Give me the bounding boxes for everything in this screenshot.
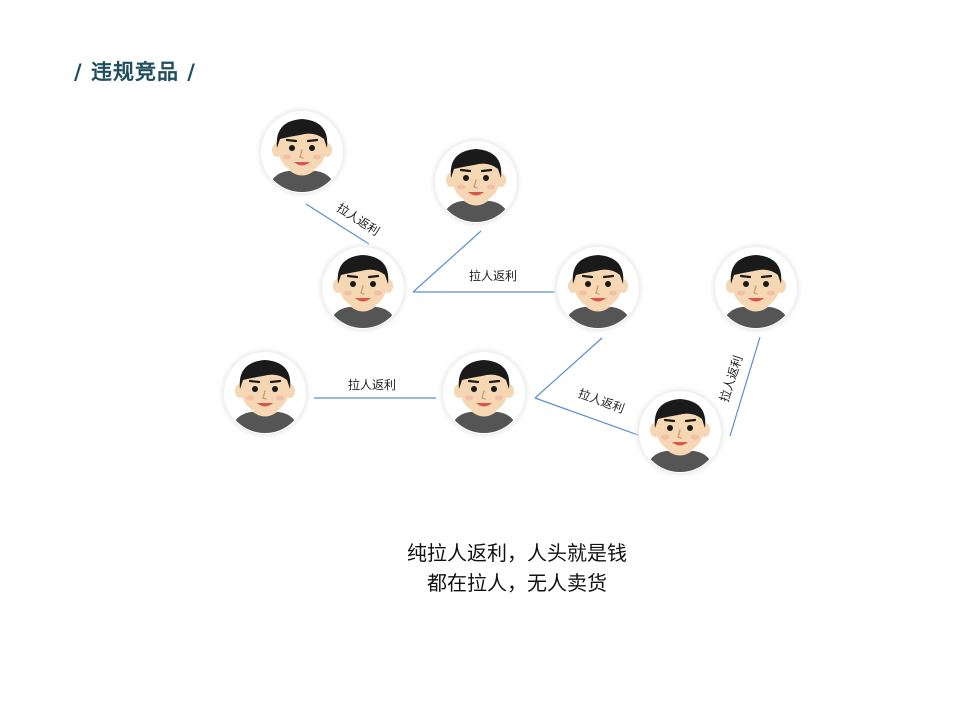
person-avatar-icon	[320, 245, 406, 332]
link-line-2	[412, 230, 482, 293]
link-label-1: 拉人返利	[334, 200, 382, 239]
person-avatar-icon	[555, 245, 641, 332]
person-avatar-icon	[222, 350, 308, 437]
link-line-7	[729, 336, 761, 437]
link-label-5: 拉人返利	[716, 353, 745, 403]
person-avatar-icon	[441, 350, 527, 437]
person-avatar-icon	[259, 109, 345, 196]
link-label-2: 拉人返利	[469, 268, 517, 283]
link-line-6	[534, 397, 642, 437]
person-avatar-icon	[637, 389, 723, 476]
caption-line-1: 纯拉人返利，人头就是钱	[407, 541, 627, 565]
link-line-1	[305, 203, 370, 245]
person-avatar-icon	[433, 139, 519, 226]
link-line-5	[534, 337, 603, 399]
person-avatar-icon	[713, 245, 799, 332]
link-label-3: 拉人返利	[348, 377, 396, 392]
caption-line-2: 都在拉人，无人卖货	[427, 571, 607, 595]
slide-title: / 违规竞品 /	[74, 60, 196, 84]
link-label-4: 拉人返利	[576, 386, 626, 417]
